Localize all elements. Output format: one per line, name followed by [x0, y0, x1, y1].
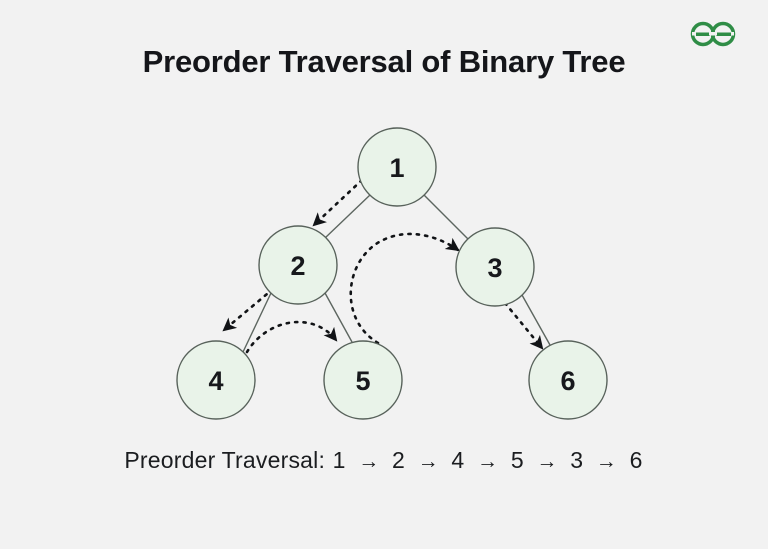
traversal-arrow-2-4 [222, 287, 275, 332]
edge-1-3 [423, 194, 469, 240]
node-label: 3 [487, 253, 502, 283]
tree-node-5[interactable]: 5 [323, 340, 403, 420]
node-circle [357, 127, 437, 207]
traversal-seq-item-4: 5 [510, 447, 524, 473]
traversal-seq-item-3: 4 [451, 447, 465, 473]
tree-node-1[interactable]: 1 [357, 127, 437, 207]
traversal-seq-item-1: 1 [332, 447, 346, 473]
gfg-logo-icon [690, 21, 736, 47]
traversal-seq-item-5: 3 [570, 447, 584, 473]
traversal-seq-arrow-2: → [417, 450, 439, 473]
node-circle [455, 227, 535, 307]
node-circle [176, 340, 256, 420]
traversal-arrow-1-2 [312, 178, 364, 227]
traversal-seq-arrow-4: → [536, 450, 558, 473]
traversal-seq-arrow-1: → [358, 450, 380, 473]
tree-nodes: 1 2 3 4 5 [176, 127, 608, 420]
traversal-caption-prefix: Preorder Traversal: [124, 447, 326, 473]
traversal-seq-arrow-3: → [477, 450, 499, 473]
traversal-seq-item-2: 2 [392, 447, 406, 473]
tree-node-6[interactable]: 6 [528, 340, 608, 420]
edge-2-4 [242, 292, 272, 353]
edge-2-5 [324, 292, 353, 343]
traversal-seq-item-6: 6 [629, 447, 643, 473]
edge-1-2 [324, 194, 371, 239]
node-label: 6 [560, 366, 575, 396]
traversal-arrow-4-5 [245, 320, 338, 354]
edge-3-6 [521, 294, 551, 346]
tree-node-4[interactable]: 4 [176, 340, 256, 420]
tree-node-2[interactable]: 2 [258, 225, 338, 305]
traversal-caption: Preorder Traversal: 1 → 2 → 4 → 5 → 3 → … [0, 447, 768, 474]
traversal-arrow-5-3 [349, 232, 460, 345]
node-label: 4 [208, 366, 223, 396]
page-title: Preorder Traversal of Binary Tree [142, 44, 626, 79]
traversal-seq-arrow-5: → [595, 450, 617, 473]
tree-node-3[interactable]: 3 [455, 227, 535, 307]
geeksforgeeks-logo [686, 17, 740, 51]
node-label: 2 [290, 251, 305, 281]
node-label: 1 [389, 153, 404, 183]
traversal-arrows [222, 178, 544, 354]
tree-edges [242, 194, 551, 353]
node-circle [323, 340, 403, 420]
node-label: 5 [355, 366, 370, 396]
traversal-arrow-3-6 [503, 301, 544, 350]
node-circle [258, 225, 338, 305]
node-circle [528, 340, 608, 420]
